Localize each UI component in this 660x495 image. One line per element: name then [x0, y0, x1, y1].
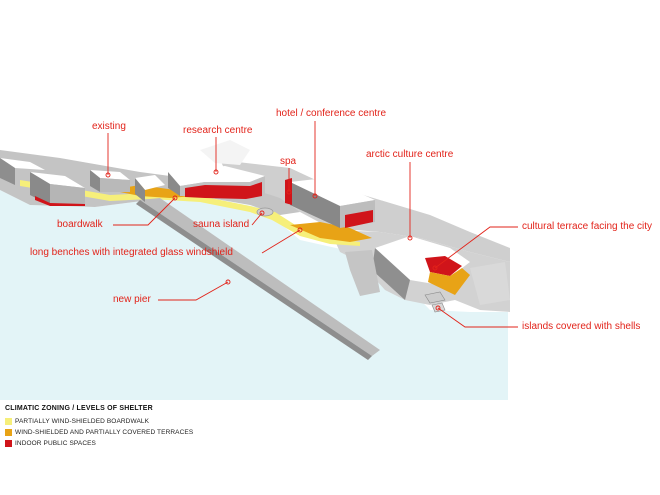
legend-swatch-yellow	[5, 418, 12, 425]
spa-block	[285, 178, 292, 205]
legend-item: INDOOR PUBLIC SPACES	[5, 439, 96, 448]
hotel-top	[290, 178, 375, 206]
building-mid-top	[135, 175, 165, 190]
terrace-zone-mid	[290, 222, 372, 242]
shell-island-1	[424, 291, 446, 304]
legend-swatch-orange	[5, 429, 12, 436]
legend-title: CLIMATIC ZONING / LEVELS OF SHELTER	[5, 405, 153, 412]
legend-item: WIND-SHIELDED AND PARTIALLY COVERED TERR…	[5, 428, 193, 437]
label-islands-shells: islands covered with shells	[522, 321, 641, 332]
building-left1-top	[30, 172, 85, 188]
dot-sauna	[259, 210, 265, 216]
label-existing: existing	[92, 121, 126, 132]
label-hotel-conference: hotel / conference centre	[276, 108, 387, 119]
dot-terrace	[432, 265, 438, 271]
label-spa: spa	[280, 156, 297, 167]
right-block-shadow	[345, 250, 380, 296]
leader-pier	[158, 281, 229, 301]
legend-label: PARTIALLY WIND-SHIELDED BOARDWALK	[15, 418, 150, 425]
building-far-left-top	[0, 158, 45, 170]
label-sauna-island: sauna island	[193, 219, 250, 230]
label-research-centre: research centre	[183, 125, 253, 136]
dot-boardwalk	[172, 195, 178, 201]
leader-terrace	[434, 226, 518, 269]
dot-arctic	[407, 235, 413, 241]
cultural-terrace-orange	[428, 268, 470, 295]
label-arctic-culture: arctic culture centre	[366, 149, 454, 160]
water-area	[0, 190, 508, 400]
label-boardwalk: boardwalk	[57, 219, 103, 230]
leader-dots	[105, 169, 441, 311]
leader-lines	[107, 121, 518, 328]
hotel-red	[345, 210, 373, 228]
shell-island-2	[431, 302, 446, 313]
arctic-centre-side	[372, 248, 410, 300]
right-block	[470, 262, 510, 305]
research-centre-top	[168, 166, 265, 186]
label-new-pier: new pier	[113, 294, 151, 305]
dot-benches	[297, 227, 303, 233]
building-existing-side	[90, 170, 100, 192]
label-cultural-terrace: cultural terrace facing the city	[522, 221, 653, 232]
leader-boardwalk	[113, 197, 176, 226]
research-centre-side	[168, 172, 180, 196]
new-pier	[140, 198, 380, 356]
building-left1-front	[50, 184, 85, 205]
building-left1-red	[35, 196, 85, 206]
dot-research	[213, 169, 219, 175]
research-centre-red	[185, 182, 262, 199]
dot-shells	[435, 305, 441, 311]
hotel-side	[290, 182, 340, 228]
sauna-island	[256, 207, 274, 217]
research-roof-back	[200, 140, 250, 165]
legend-label: WIND-SHIELDED AND PARTIALLY COVERED TERR…	[15, 429, 194, 436]
label-long-benches: long benches with integrated glass winds…	[30, 247, 233, 258]
building-far-left-side	[0, 158, 15, 185]
dot-pier	[225, 279, 231, 285]
legend-swatch-red	[5, 440, 12, 447]
building-existing-front	[100, 178, 130, 192]
dot-existing	[105, 172, 111, 178]
cultural-terrace-red	[425, 256, 462, 276]
new-pier-edge	[136, 200, 372, 360]
dot-spa	[286, 189, 292, 195]
legend-item: PARTIALLY WIND-SHIELDED BOARDWALK	[5, 417, 149, 426]
dot-hotel	[312, 193, 318, 199]
leader-shells	[437, 307, 518, 328]
leader-sauna	[251, 212, 263, 226]
boardwalk-zone	[20, 180, 360, 246]
legend-label: INDOOR PUBLIC SPACES	[15, 440, 96, 447]
leader-benches	[261, 229, 301, 254]
building-mid-side	[135, 178, 145, 202]
